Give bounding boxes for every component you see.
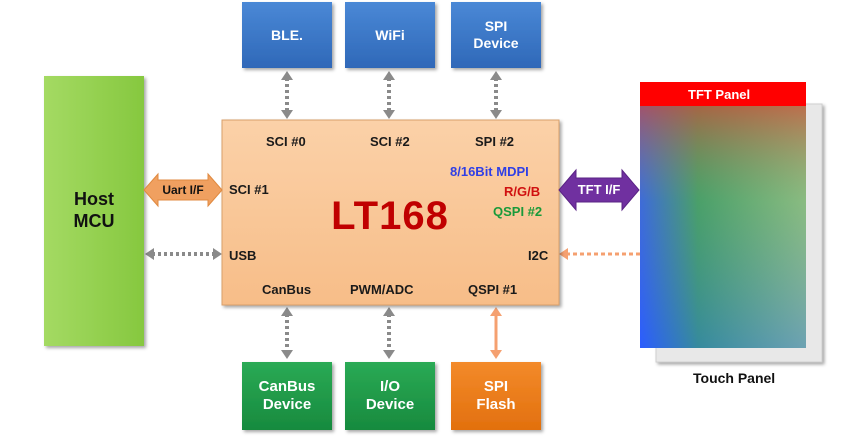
ble-box bbox=[242, 2, 332, 68]
port-qspi2: QSPI #2 bbox=[493, 204, 543, 219]
spi-device-label: SPI Device bbox=[473, 18, 519, 51]
chip-title: LT168 bbox=[331, 194, 449, 238]
io-device-box bbox=[345, 362, 435, 430]
connector-canbus-device bbox=[281, 307, 293, 359]
tft-if-arrow bbox=[558, 168, 640, 212]
connector-host-usb bbox=[145, 248, 222, 260]
spi-device-box bbox=[451, 2, 541, 68]
port-spi2: SPI #2 bbox=[475, 134, 515, 149]
io-device-label: I/O Device bbox=[365, 378, 415, 413]
touch-panel-label: Touch Panel bbox=[693, 370, 776, 386]
connector-spidevice-spi2 bbox=[490, 71, 502, 119]
spi-flash-label: SPI Flash bbox=[476, 378, 516, 413]
port-rgb: R/G/B bbox=[504, 184, 541, 199]
tft-panel-header bbox=[640, 82, 806, 106]
spi-flash-box bbox=[451, 362, 541, 430]
ble-label: BLE. bbox=[271, 26, 303, 43]
uart-if-label: Uart I/F bbox=[162, 182, 204, 197]
port-usb: USB bbox=[229, 248, 257, 263]
port-canbus: CanBus bbox=[262, 282, 312, 297]
canbus-device-label: CanBus Device bbox=[258, 378, 316, 413]
tft-if-label: TFT I/F bbox=[577, 182, 621, 198]
wifi-box bbox=[345, 2, 435, 68]
host-mcu-box bbox=[44, 76, 144, 346]
connector-ble-sci0 bbox=[281, 71, 293, 119]
port-i2c: I2C bbox=[528, 248, 549, 263]
wifi-label: WiFi bbox=[375, 26, 405, 43]
port-mdpi: 8/16Bit MDPI bbox=[450, 164, 529, 179]
lt168-chip-box bbox=[221, 119, 560, 306]
tft-panel-label: TFT Panel bbox=[688, 87, 751, 102]
connector-wifi-sci2 bbox=[383, 71, 395, 119]
tft-panel-overlay bbox=[640, 82, 806, 348]
port-sci1: SCI #1 bbox=[229, 182, 269, 197]
port-qspi1: QSPI #1 bbox=[468, 282, 518, 297]
port-sci0: SCI #0 bbox=[266, 134, 306, 149]
host-mcu-label: Host MCU bbox=[73, 189, 115, 231]
uart-if-arrow bbox=[143, 172, 223, 208]
connector-io-device bbox=[383, 307, 395, 359]
connector-qspi1-flash bbox=[490, 307, 502, 359]
port-sci2: SCI #2 bbox=[370, 134, 410, 149]
canbus-device-box bbox=[242, 362, 332, 430]
port-pwm-adc: PWM/ADC bbox=[350, 282, 414, 297]
